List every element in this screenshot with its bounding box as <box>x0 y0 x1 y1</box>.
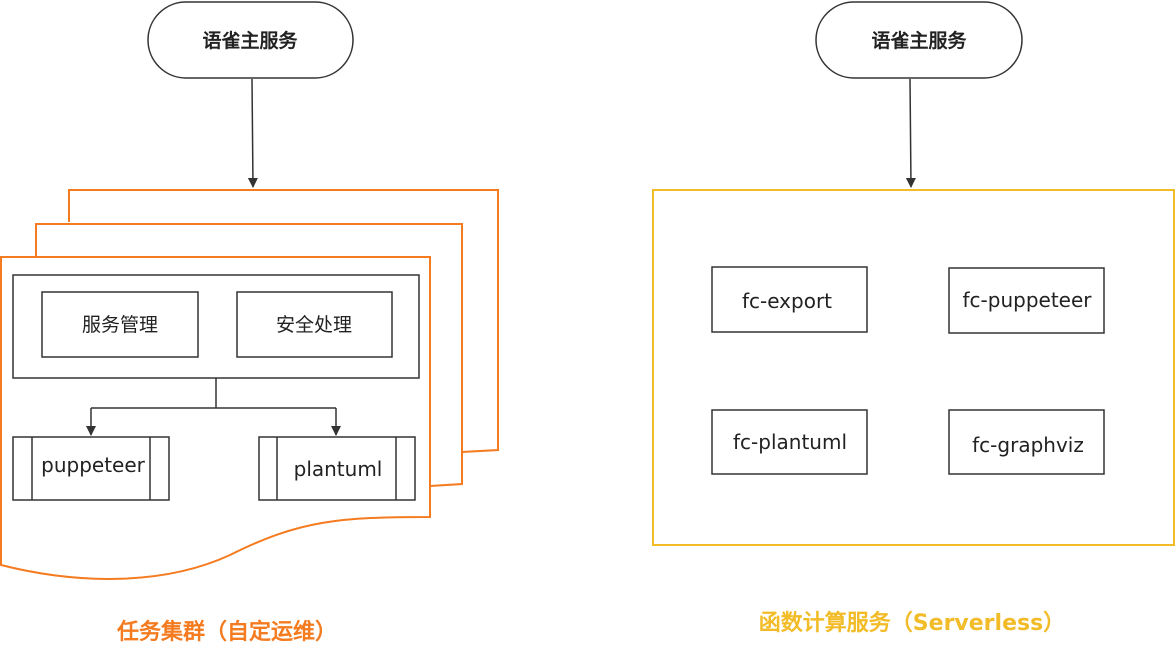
cluster-page-back <box>68 189 499 453</box>
left-main-service-node <box>147 1 354 79</box>
right-main-service-label: 语雀主服务 <box>871 29 967 52</box>
connector-to-processes <box>91 378 336 409</box>
process-box-plantuml <box>258 436 416 501</box>
function-box-graphviz <box>948 409 1105 475</box>
left-main-service-label: 语雀主服务 <box>202 29 298 52</box>
process-label-puppeteer: puppeteer <box>41 453 146 477</box>
module-label-service-management: 服务管理 <box>82 314 158 336</box>
right-arrow-to-fc <box>905 78 916 188</box>
module-label-security: 安全处理 <box>276 314 352 336</box>
module-box-service-management <box>41 291 199 358</box>
function-box-puppeteer <box>948 267 1105 334</box>
left-arrow-to-cluster <box>247 78 258 188</box>
function-label-export: fc-export <box>742 289 832 313</box>
function-label-graphviz: fc-graphviz <box>972 433 1084 457</box>
function-box-plantuml <box>711 409 868 475</box>
function-label-plantuml: fc-plantuml <box>733 430 847 454</box>
function-label-puppeteer: fc-puppeteer <box>963 288 1093 312</box>
left-caption: 任务集群（自定运维） <box>116 619 337 645</box>
process-box-puppeteer <box>12 436 170 501</box>
module-box-security <box>236 291 393 358</box>
function-box-export <box>711 266 868 333</box>
right-caption: 函数计算服务（Serverless） <box>759 610 1065 636</box>
fc-container <box>652 189 1175 546</box>
right-main-service-node <box>815 1 1023 79</box>
process-label-plantuml: plantuml <box>294 457 383 481</box>
